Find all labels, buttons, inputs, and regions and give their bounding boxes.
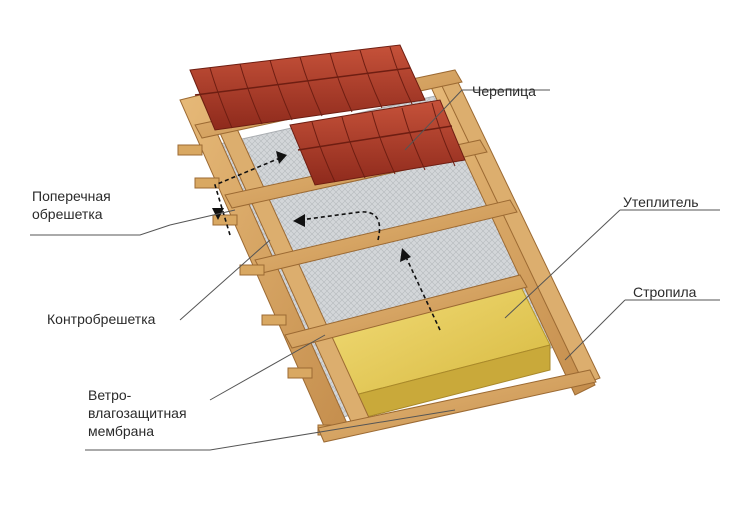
label-membrane: Ветро- влагозащитная мембрана: [88, 386, 187, 440]
label-tiles: Черепица: [472, 82, 536, 100]
label-insulation: Утеплитель: [623, 193, 699, 211]
label-membrane-line2: влагозащитная: [88, 404, 187, 422]
label-cross-batten: Поперечная обрешетка: [32, 187, 111, 223]
label-membrane-line3: мембрана: [88, 422, 187, 440]
label-rafters: Стропила: [633, 283, 696, 301]
label-cross-batten-line2: обрешетка: [32, 205, 111, 223]
label-membrane-line1: Ветро-: [88, 386, 187, 404]
label-counter-batten: Контробрешетка: [47, 310, 155, 328]
label-cross-batten-line1: Поперечная: [32, 187, 111, 205]
